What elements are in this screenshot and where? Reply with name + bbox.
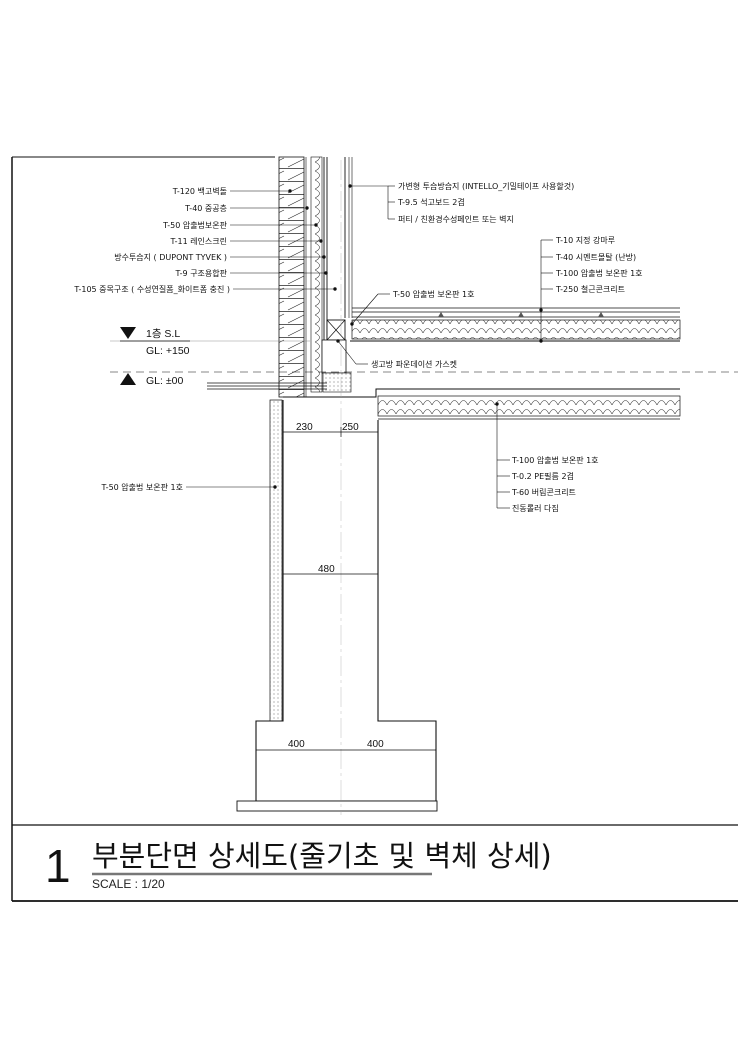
floor-label: T-40 시멘트몰탈 (난방) bbox=[555, 252, 636, 262]
slab-label: 진동롤러 다짐 bbox=[512, 503, 559, 513]
ground-level-gl: GL: ±00 bbox=[146, 375, 183, 387]
interior-leaders bbox=[348, 184, 395, 220]
slab-label: T-0.2 PE필름 2겹 bbox=[511, 471, 574, 481]
sill-label: T-50 압출법 보온판 1호 bbox=[392, 289, 474, 299]
floor-label: T-250 철근콘크리트 bbox=[555, 284, 625, 294]
slab-label: T-60 버림콘크리트 bbox=[511, 487, 576, 497]
wall-leaders bbox=[186, 189, 337, 489]
level-markers bbox=[120, 327, 190, 385]
floor-level-gl: GL: +150 bbox=[146, 345, 190, 357]
dim-wall-right: 250 bbox=[342, 422, 359, 433]
dim-wall-total: 480 bbox=[318, 564, 335, 575]
slab-label: T-100 압출법 보온판 1호 bbox=[511, 455, 599, 465]
level-triangle-down-icon bbox=[120, 327, 136, 339]
interior-wall-label: 가변형 투습방습지 (INTELLO_기밀테이프 사용할것) bbox=[398, 181, 574, 191]
slab-leaders bbox=[495, 402, 510, 509]
xps-insulation-layer bbox=[310, 156, 323, 393]
floor-assembly bbox=[350, 307, 681, 342]
dim-footing-right: 400 bbox=[367, 739, 384, 750]
floor-leaders bbox=[539, 239, 553, 343]
floor-label: T-10 지정 강마루 bbox=[555, 235, 615, 245]
detail-number: 1 bbox=[45, 840, 71, 892]
gasket-label: 생고방 파운데이션 가스켓 bbox=[371, 359, 457, 369]
wall-label: 방수투습지 ( DUPONT TYVEK ) bbox=[114, 252, 227, 262]
footing-base bbox=[236, 800, 438, 812]
stem-insulation bbox=[269, 399, 283, 722]
slab-insulation bbox=[377, 395, 681, 417]
wall-label: T-11 레인스크린 bbox=[169, 236, 227, 246]
floor-level-name: 1층 S.L bbox=[146, 328, 180, 340]
sill-leaders bbox=[336, 293, 390, 365]
foundation bbox=[236, 160, 681, 815]
floor-insulation bbox=[351, 319, 681, 340]
wall-label: T-120 백고벽돌 bbox=[172, 186, 227, 196]
drawing-scale: SCALE : 1/20 bbox=[92, 877, 165, 891]
interior-wall-label: T-9.5 석고보드 2겹 bbox=[397, 197, 465, 207]
dimensions bbox=[256, 427, 436, 751]
floor-label: T-100 압출법 보온판 1호 bbox=[555, 268, 643, 278]
dim-footing-left: 400 bbox=[288, 739, 305, 750]
foundation-wall-label: T-50 압출법 보온판 1호 bbox=[101, 482, 183, 492]
interior-wall-label: 퍼티 / 친환경수성페인트 또는 벽지 bbox=[398, 214, 514, 224]
drawing-title: 부분단면 상세도(줄기초 및 벽체 상세) bbox=[92, 839, 552, 873]
level-triangle-up-icon bbox=[120, 373, 136, 385]
dim-wall-left: 230 bbox=[296, 422, 313, 433]
exterior-wall bbox=[278, 156, 353, 398]
wall-label: T-9 구조용합판 bbox=[175, 269, 228, 278]
drawing-frame bbox=[11, 156, 738, 902]
brick-layer bbox=[278, 156, 305, 398]
wall-label: T-50 압출법보온판 bbox=[162, 220, 228, 230]
wall-label: T-40 중공층 bbox=[184, 204, 227, 213]
wall-label: T-105 중목구조 ( 수성연질폼_화이트폼 충진 ) bbox=[73, 284, 230, 294]
